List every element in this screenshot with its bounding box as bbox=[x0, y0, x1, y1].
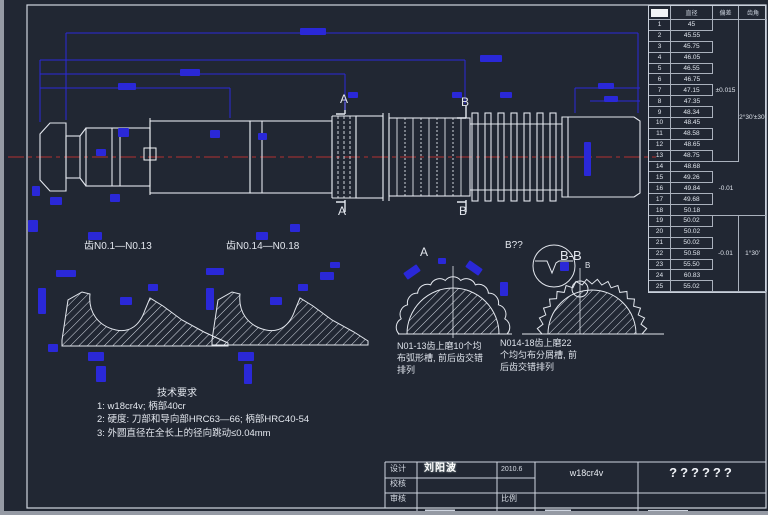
section-bb-label: B-B bbox=[560, 248, 582, 263]
tech-req-title: 技术要求 bbox=[157, 388, 197, 399]
drawing-title: ?????? bbox=[669, 465, 735, 480]
tooth-diameter-cell: 49.26 bbox=[671, 172, 713, 184]
check-label: 校核 bbox=[390, 479, 406, 488]
tech-req-line1: 1: w18cr4v; 柄部40cr bbox=[97, 401, 186, 412]
tooth-diameter-cell: 45 bbox=[671, 20, 713, 31]
tooth-no-cell: 6 bbox=[649, 74, 671, 86]
note-left-line3: 排列 bbox=[397, 365, 416, 375]
angle-group-cell: 2°30'±30' bbox=[739, 20, 767, 217]
tooth-diameter-cell: 60.83 bbox=[671, 270, 713, 282]
tooth-no-cell: 9 bbox=[649, 107, 671, 119]
material-value: w18cr4v bbox=[569, 468, 604, 478]
tooth-no-cell: 2 bbox=[649, 30, 671, 42]
tooth-profile-details bbox=[61, 291, 369, 347]
tooth-no-cell: 23 bbox=[649, 259, 671, 271]
tooth-diameter-cell: 48.65 bbox=[671, 140, 713, 151]
snap-marker bbox=[143, 118, 157, 195]
tooth-diameter-cell: 48.58 bbox=[671, 128, 713, 140]
table-header-diameter: 直径 bbox=[671, 6, 713, 20]
tooth-no-cell: 16 bbox=[649, 183, 671, 195]
tech-req-line3: 3: 外圆直径在全长上的径向跳动≤0.04mm bbox=[97, 428, 271, 439]
tooth-diameter-cell: 50.02 bbox=[671, 227, 713, 238]
view-a-label: A bbox=[420, 245, 429, 259]
tooth-diameter-cell: 48.34 bbox=[671, 107, 713, 119]
tooth-no-cell: 5 bbox=[649, 63, 671, 75]
tooth-no-cell: 12 bbox=[649, 139, 671, 151]
tolerance-group-cell: ±0.015 bbox=[713, 20, 739, 162]
tooth-no-cell: 11 bbox=[649, 128, 671, 140]
tooth-diameter-cell: 50.18 bbox=[671, 205, 713, 217]
tooth-diameter-cell: 46.05 bbox=[671, 53, 713, 64]
note-right-line3: 后齿交错排列 bbox=[500, 362, 555, 372]
tooth-diameter-cell: 46.75 bbox=[671, 74, 713, 86]
tooth-no-cell: 7 bbox=[649, 85, 671, 97]
tooth-diameter-cell: 49.84 bbox=[671, 183, 713, 195]
tooth-diameter-cell: 48.75 bbox=[671, 150, 713, 162]
page-edge-left bbox=[0, 0, 4, 515]
section-view-bb bbox=[522, 268, 664, 335]
scale-label: 比例 bbox=[501, 494, 517, 503]
section-a-letter-bottom: A bbox=[338, 204, 347, 218]
tooth-no-cell: 4 bbox=[649, 52, 671, 64]
tooth-no-cell: 14 bbox=[649, 161, 671, 173]
tooth-diameter-cell: 55.50 bbox=[671, 259, 713, 271]
tech-req-line2: 2: 硬度: 刀部和导向部HRC63—66; 柄部HRC40-54 bbox=[97, 414, 310, 425]
tooth-no-cell: 15 bbox=[649, 172, 671, 184]
tooth-no-cell: 1 bbox=[649, 20, 671, 31]
teeth-range-right-label: 齿N0.14—N0.18 bbox=[226, 241, 300, 252]
tooth-no-cell: 3 bbox=[649, 41, 671, 53]
selected-cell-highlight bbox=[651, 8, 668, 17]
tooth-diameter-cell: 55.02 bbox=[671, 281, 713, 293]
designer-name: 刘阳波 bbox=[424, 463, 457, 474]
detail-b-label: B?? bbox=[505, 240, 523, 251]
tooth-diameter-cell: 50.58 bbox=[671, 249, 713, 260]
section-view-a bbox=[395, 266, 512, 338]
tooth-diameter-cell: 46.55 bbox=[671, 63, 713, 75]
tooth-diameter-cell: 50.02 bbox=[671, 216, 713, 227]
tooth-no-cell: 17 bbox=[649, 194, 671, 206]
teeth-range-left-label: 齿N0.1—N0.13 bbox=[84, 241, 152, 252]
tooth-no-cell: 19 bbox=[649, 216, 671, 227]
tooth-no-cell: 22 bbox=[649, 248, 671, 260]
detail-b-marker: B bbox=[585, 261, 591, 270]
design-label: 设计 bbox=[390, 464, 406, 473]
tooth-no-cell: 8 bbox=[649, 96, 671, 108]
tooth-no-cell: 24 bbox=[649, 270, 671, 282]
detail-circle-b bbox=[532, 244, 576, 288]
dimension-lines bbox=[39, 32, 640, 122]
tooth-diameter-cell: 45.55 bbox=[671, 31, 713, 42]
page-edge-bottom bbox=[0, 511, 768, 515]
tooth-diameter-cell: 50.02 bbox=[671, 237, 713, 249]
note-left-line1: N01-13齿上磨10个均 bbox=[397, 341, 482, 351]
tooth-diameter-cell: 47.15 bbox=[671, 85, 713, 97]
tooth-no-cell: 10 bbox=[649, 118, 671, 129]
section-b-letter-bottom: B bbox=[459, 204, 468, 218]
tooth-diameter-cell: 48.45 bbox=[671, 118, 713, 129]
audit-label: 审核 bbox=[390, 494, 406, 503]
tooth-no-cell: 20 bbox=[649, 226, 671, 238]
note-right-line1: N014-18齿上磨22 bbox=[500, 338, 572, 348]
note-right-line2: 个均匀布分屑槽, 前 bbox=[500, 350, 578, 360]
tooth-no-cell: 25 bbox=[649, 281, 671, 293]
tooth-no-cell: 21 bbox=[649, 237, 671, 249]
section-a-letter-top: A bbox=[340, 92, 349, 106]
tooth-no-cell: 18 bbox=[649, 205, 671, 217]
tooth-diameter-cell: 45.75 bbox=[671, 41, 713, 53]
tooth-diameter-cell: 49.68 bbox=[671, 194, 713, 206]
table-header-angle: 齿角 bbox=[739, 6, 767, 20]
tooth-diameter-cell: 48.68 bbox=[671, 162, 713, 173]
tooth-no-cell: 13 bbox=[649, 150, 671, 162]
tooth-diameter-cell: 47.35 bbox=[671, 96, 713, 108]
tolerance-group-cell: -0.01 bbox=[713, 216, 739, 293]
tolerance-group-cell: -0.01 bbox=[713, 162, 739, 217]
table-header-tooth-no bbox=[649, 6, 671, 20]
dimension-text-marks bbox=[28, 28, 618, 384]
section-b-letter-top: B bbox=[461, 95, 470, 109]
angle-group-cell: 1°30' bbox=[739, 216, 767, 293]
design-date: 2010.6 bbox=[501, 466, 523, 473]
table-header-tolerance: 偏差 bbox=[713, 6, 739, 20]
note-left-line2: 布弧形槽, 前后齿交错 bbox=[397, 353, 484, 363]
